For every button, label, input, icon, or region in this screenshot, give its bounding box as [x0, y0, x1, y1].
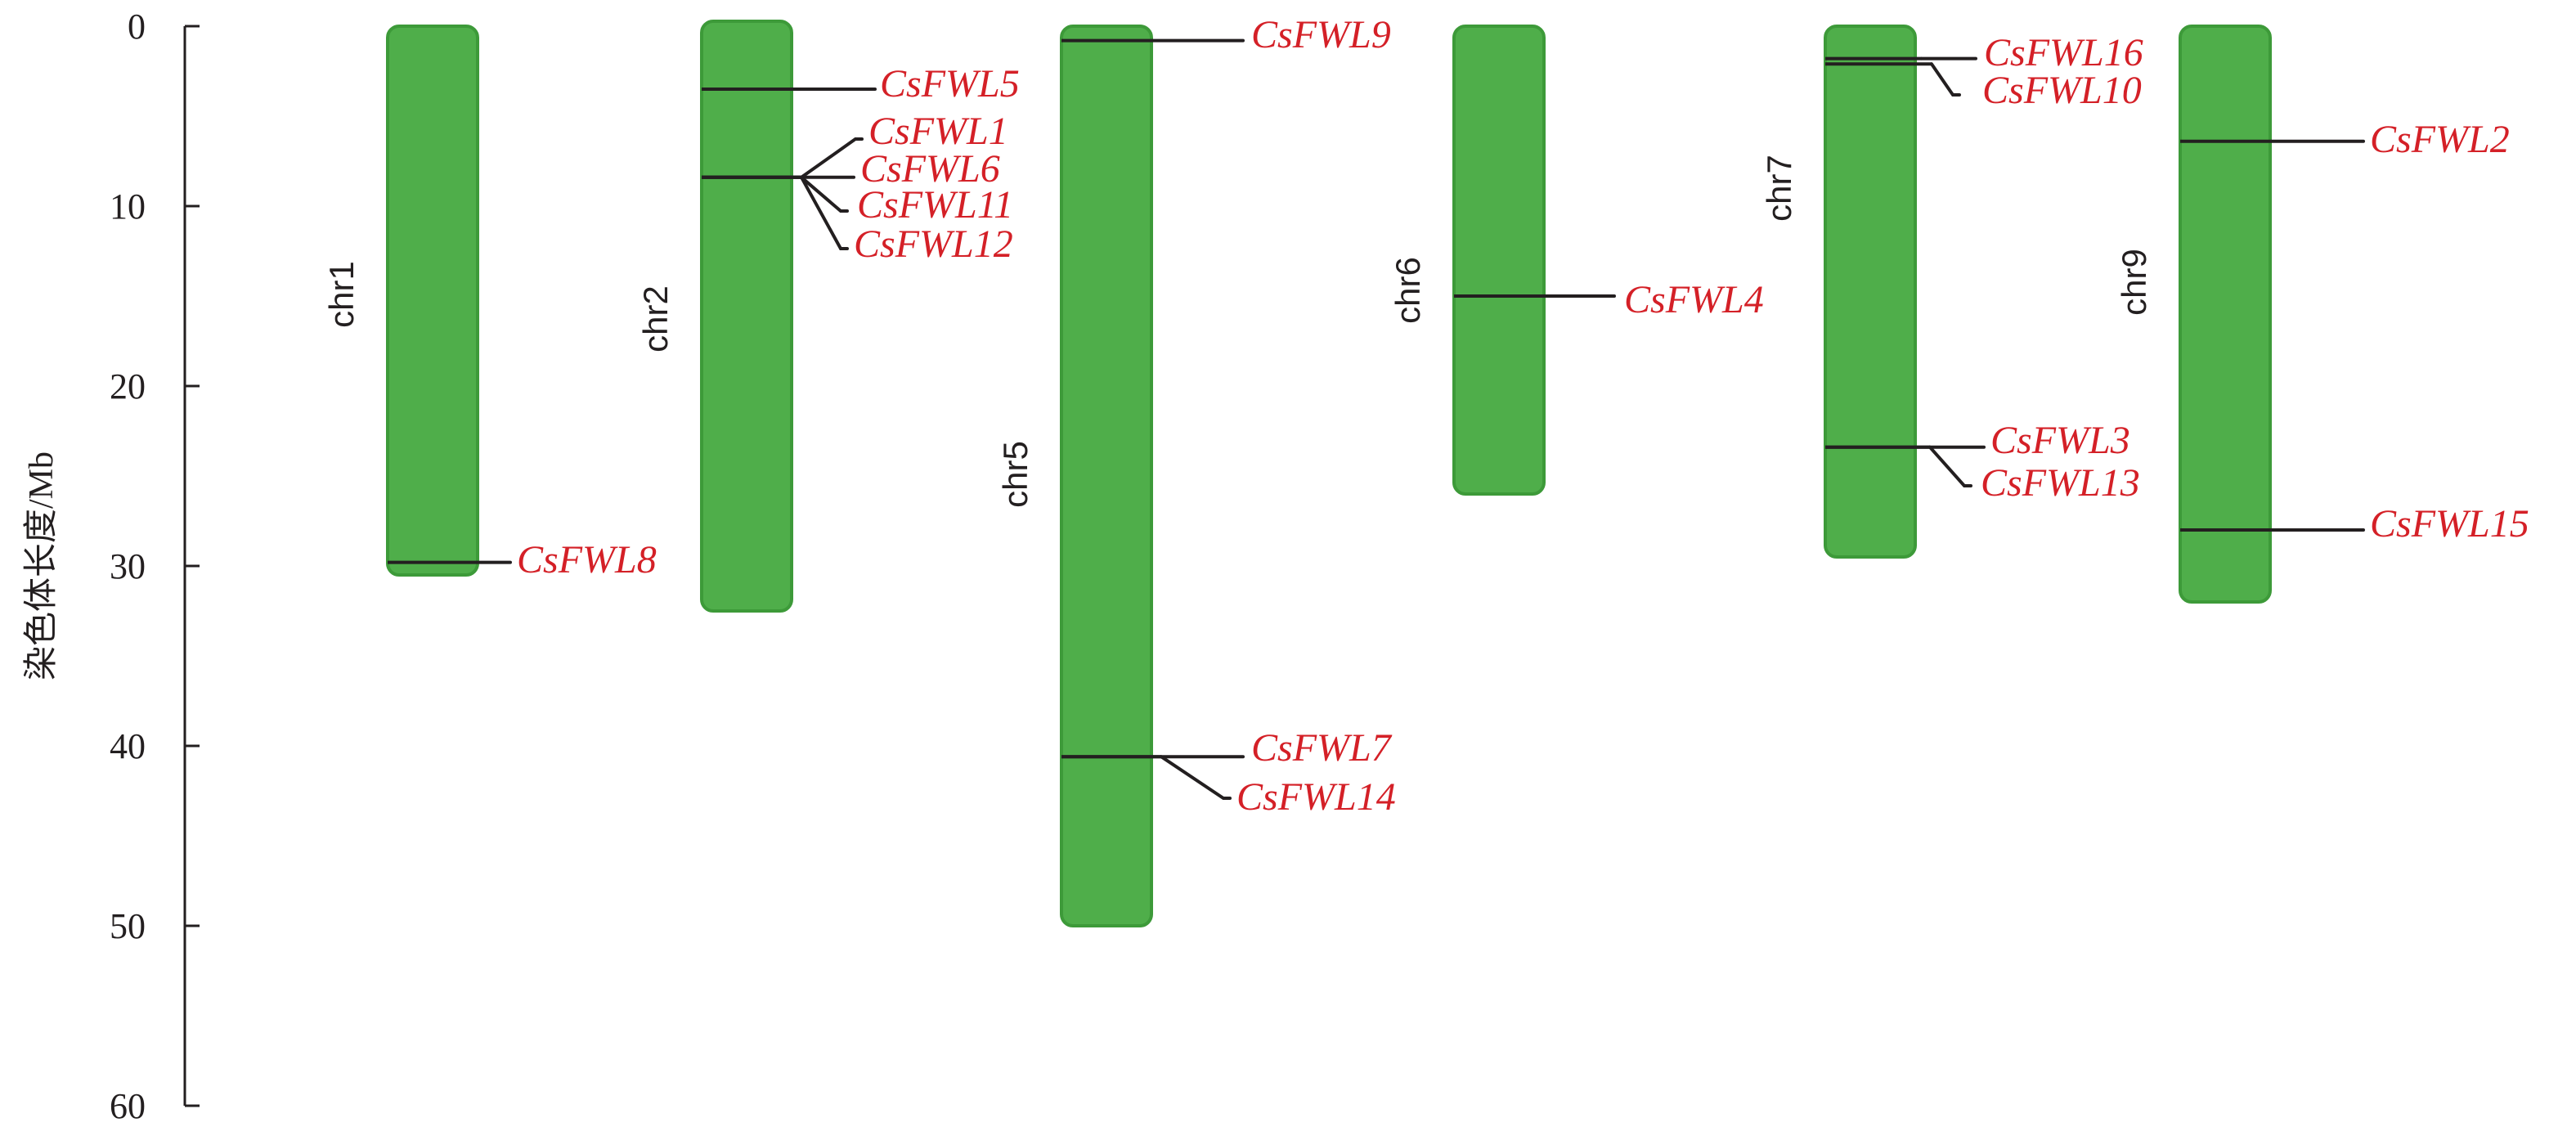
gene-label: CsFWL12: [854, 222, 1013, 266]
chromosome-chr2: [700, 20, 793, 613]
gene-label: CsFWL5: [880, 62, 1020, 106]
chromosome-chr7: [1824, 25, 1917, 559]
chromosome-chr9: [2179, 25, 2272, 604]
gene-markers: CsFWL8CsFWL5CsFWL1CsFWL6CsFWL11CsFWL12Cs…: [388, 13, 2529, 819]
gene-label: CsFWL7: [1251, 726, 1393, 770]
chromosome-chr5: [1060, 25, 1153, 927]
chromosome-label: chr6: [1389, 257, 1427, 324]
y-tick-label: 60: [110, 1086, 146, 1126]
gene-connector: [1928, 445, 1972, 487]
y-tick-label: 10: [110, 186, 146, 227]
gene-connector: [800, 175, 849, 213]
gene-label: CsFWL10: [1982, 69, 2142, 112]
chromosome-label: chr1: [322, 261, 361, 328]
gene-label: CsFWL3: [1990, 419, 2130, 462]
y-tick-label: 40: [110, 726, 146, 766]
gene-label: CsFWL8: [517, 538, 657, 581]
chromosome-label: chr2: [636, 285, 675, 352]
gene-label: CsFWL13: [1981, 461, 2140, 505]
y-tick-label: 50: [110, 906, 146, 946]
chromosomes: chr1 chr2 chr5 chr6 chr7 chr9: [322, 20, 2272, 927]
gene-label: CsFWL11: [857, 183, 1013, 227]
y-axis-label: 染色体长度/Mb: [23, 451, 61, 680]
gene-label: CsFWL9: [1251, 13, 1391, 56]
chromosome-label: chr5: [996, 441, 1034, 508]
chromosome-chr6: [1452, 25, 1546, 496]
gene-label: CsFWL1: [868, 110, 1008, 153]
gene-label: CsFWL4: [1624, 278, 1764, 321]
gene-connector: [800, 137, 864, 179]
chromosome-label: chr9: [2115, 249, 2153, 316]
chromosome-label: chr7: [1760, 155, 1798, 222]
gene-label: CsFWL14: [1236, 775, 1396, 819]
y-axis: 0 10 20 30 40 50 60: [110, 7, 200, 1126]
gene-connector: [800, 175, 849, 250]
y-tick-label: 30: [110, 546, 146, 586]
gene-label: CsFWL16: [1984, 31, 2143, 74]
gene-label: CsFWL15: [2370, 502, 2529, 546]
y-tick-label: 0: [128, 7, 146, 47]
gene-connector: [1930, 62, 1961, 97]
gene-label: CsFWL2: [2370, 118, 2510, 161]
gene-label: CsFWL6: [860, 147, 1000, 191]
y-tick-label: 20: [110, 366, 146, 406]
chromosome-chr1: [386, 25, 479, 577]
gene-connector: [1160, 755, 1232, 800]
